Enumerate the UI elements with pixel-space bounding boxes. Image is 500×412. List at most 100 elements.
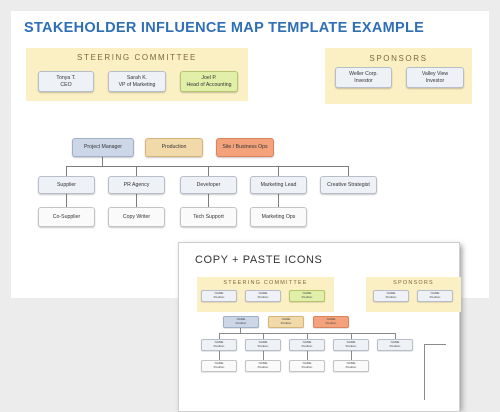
mini-connector-line [351, 333, 352, 339]
member-name: Sarah K. [126, 74, 148, 81]
connector-line [278, 166, 279, 176]
mini-name: NAME [326, 317, 336, 322]
role-card[interactable]: PR Agency [108, 176, 165, 194]
role-card[interactable]: Developer [180, 176, 237, 194]
role-label: PR Agency [123, 181, 150, 188]
member-name: Joel P. [201, 74, 217, 81]
member-role: CEO [60, 81, 72, 88]
mini-connector-line [263, 351, 264, 360]
mini-role: Position [280, 321, 292, 325]
role-label: Developer [196, 181, 221, 188]
mini-connector-line [307, 333, 308, 339]
role-card[interactable]: Project Manager [72, 138, 134, 157]
role-label: Co-Supplier [52, 213, 81, 220]
mini-name: NAME [258, 340, 268, 345]
mini-name: NAME [214, 361, 224, 366]
role-label: Production [161, 144, 187, 151]
loose-connector-line [424, 344, 425, 400]
connector-line [208, 166, 209, 176]
mini-name: NAME [281, 317, 291, 322]
mini-role: Position [301, 295, 313, 299]
role-card[interactable]: Marketing Lead [250, 176, 307, 194]
mini-name: NAME [214, 291, 224, 296]
sponsor-card[interactable]: Valley View Investor [406, 67, 464, 88]
mini-role: Position [345, 365, 357, 369]
mini-connector-line [263, 333, 264, 339]
role-label: Site / Business Ops [222, 144, 268, 151]
page-title: STAKEHOLDER INFLUENCE MAP TEMPLATE EXAMP… [24, 20, 425, 36]
mini-name: NAME [302, 340, 312, 345]
connector-line [136, 194, 137, 207]
steering-member-card[interactable]: Tonya T. CEO [38, 71, 94, 92]
mini-role: Position [235, 321, 247, 325]
mini-name: NAME [386, 291, 396, 296]
mini-name: NAME [302, 361, 312, 366]
mini-connector-line [240, 328, 241, 333]
mini-role: Position [213, 295, 225, 299]
role-card[interactable]: Supplier [38, 176, 95, 194]
role-label: Project Manager [83, 144, 123, 151]
inset-steering-title: STEERING COMMITTEE [223, 280, 308, 286]
mini-name: NAME [430, 291, 440, 296]
role-card[interactable]: Copy Writer [108, 207, 165, 227]
mini-role: Position [301, 365, 313, 369]
steering-member-card[interactable]: Sarah K. VP of Marketing [108, 71, 166, 92]
role-card[interactable]: Tech Support [180, 207, 237, 227]
role-card[interactable]: Marketing Ops [250, 207, 307, 227]
sponsor-role: Investor [425, 77, 445, 84]
role-card[interactable]: Co-Supplier [38, 207, 95, 227]
member-role: VP of Marketing [118, 81, 156, 88]
connector-line [348, 166, 349, 176]
member-name: Tonya T. [56, 74, 76, 81]
mini-connector-line [351, 351, 352, 360]
role-card[interactable]: Production [145, 138, 203, 157]
mini-role: Position [429, 295, 441, 299]
role-label: Copy Writer [122, 213, 151, 220]
mini-name: NAME [346, 340, 356, 345]
mini-role: Position [213, 344, 225, 348]
mini-name: NAME [214, 340, 224, 345]
role-label: Tech Support [193, 213, 224, 220]
connector-line [66, 166, 67, 176]
sponsor-card[interactable]: Weller Corp. Investor [335, 67, 392, 88]
sponsor-name: Valley View [421, 70, 449, 77]
mini-name: NAME [302, 291, 312, 296]
loose-connector-line [424, 344, 446, 345]
steering-member-card[interactable]: Joel P. Head of Accounting [180, 71, 238, 92]
role-card[interactable]: Creative Strategist [320, 176, 377, 194]
mini-role: Position [385, 295, 397, 299]
mini-role: Position [301, 344, 313, 348]
mini-role: Position [257, 295, 269, 299]
mini-name: NAME [390, 340, 400, 345]
role-label: Marketing Ops [261, 213, 296, 220]
mini-role: Position [257, 365, 269, 369]
mini-role: Position [257, 344, 269, 348]
mini-connector-line [307, 351, 308, 360]
inset-title: COPY + PASTE ICONS [195, 254, 323, 266]
role-label: Supplier [56, 181, 77, 188]
mini-connector-line [219, 351, 220, 360]
sponsor-name: Weller Corp. [349, 70, 378, 77]
connector-line [278, 194, 279, 207]
role-label: Creative Strategist [327, 181, 370, 188]
role-card[interactable]: Site / Business Ops [216, 138, 274, 157]
mini-name: NAME [258, 361, 268, 366]
mini-role: Position [325, 321, 337, 325]
